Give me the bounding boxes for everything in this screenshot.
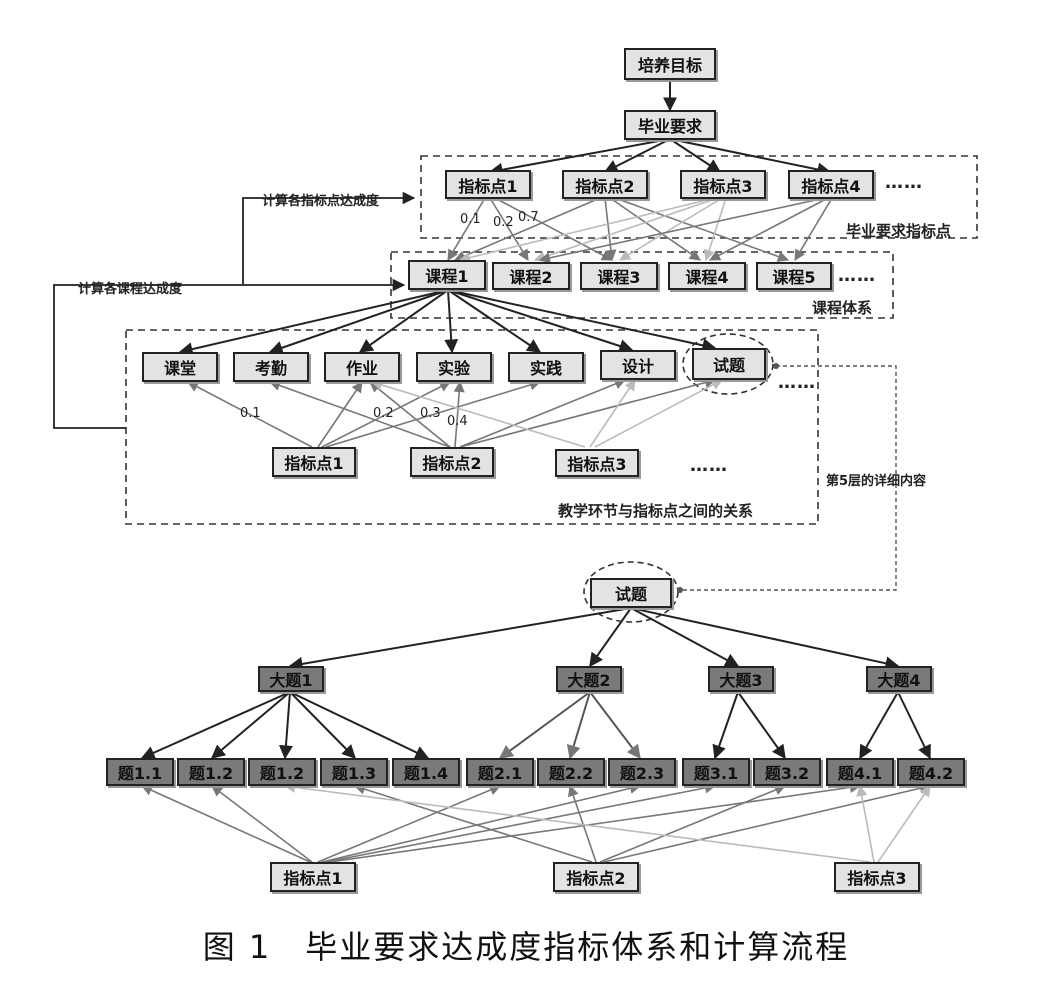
indicator-top-ellipsis: ……: [885, 172, 923, 193]
indicator-top-4: 指标点4: [788, 170, 874, 199]
course-2: 课程2: [492, 262, 570, 290]
question-3-1: 题3.1: [682, 758, 750, 786]
big-question-1: 大题1: [258, 666, 324, 692]
indicator-top-3: 指标点3: [680, 170, 766, 199]
weight-top-01: 0.1: [460, 212, 481, 227]
goal-box: 培养目标: [624, 48, 716, 80]
activity-design: 设计: [600, 350, 676, 380]
question-1-2b: 题1.2: [248, 758, 316, 786]
question-4-1: 题4.1: [826, 758, 894, 786]
weight-mid-02: 0.2: [373, 406, 394, 421]
calc-indicator-label: 计算各指标点达成度: [262, 194, 380, 209]
calc-course-label: 计算各课程达成度: [78, 282, 183, 297]
indicator-mid-1: 指标点1: [272, 447, 356, 477]
region-relation-label: 教学环节与指标点之间的关系: [558, 502, 754, 520]
indicator-bottom-3: 指标点3: [834, 862, 920, 892]
requirement-box: 毕业要求: [624, 110, 716, 140]
indicator-top-1: 指标点1: [445, 170, 531, 199]
region-indicators-label: 毕业要求指标点: [846, 222, 952, 240]
course-5: 课程5: [756, 262, 832, 290]
activity-exam: 试题: [692, 348, 766, 380]
weight-top-07: 0.7: [518, 210, 539, 225]
exam-ellipse-top: [682, 333, 774, 395]
question-4-2: 题4.2: [897, 758, 965, 786]
course-4: 课程4: [668, 262, 746, 290]
exam-box: 试题: [590, 578, 672, 608]
indicator-top-2: 指标点2: [562, 170, 648, 199]
big-question-3: 大题3: [708, 666, 774, 692]
figure-caption: 图 1 毕业要求达成度指标体系和计算流程: [202, 928, 850, 966]
big-question-2: 大题2: [556, 666, 622, 692]
question-1-1: 题1.1: [106, 758, 174, 786]
activity-attendance: 考勤: [233, 352, 309, 382]
activity-homework: 作业: [324, 352, 400, 382]
region-relation-frame: [125, 329, 819, 525]
course-1: 课程1: [408, 260, 486, 290]
indicator-bottom-1: 指标点1: [270, 862, 356, 892]
question-1-3: 题1.3: [320, 758, 388, 786]
big-question-4: 大题4: [866, 666, 932, 692]
calc-course-arrow: [53, 278, 406, 429]
activity-classroom: 课堂: [142, 352, 218, 382]
region-indicators-frame: [420, 155, 978, 239]
question-1-2a: 题1.2: [177, 758, 245, 786]
indicator-mid-ellipsis: ……: [690, 455, 728, 476]
calc-indicator-arrow: [242, 191, 416, 285]
indicator-mid-3: 指标点3: [555, 449, 639, 477]
indicator-mid-2: 指标点2: [410, 447, 494, 477]
question-3-2: 题3.2: [753, 758, 821, 786]
indicator-bottom-2: 指标点2: [553, 862, 639, 892]
weight-mid-04: 0.4: [447, 414, 468, 429]
detail-connector: [680, 365, 897, 591]
question-1-4: 题1.4: [392, 758, 460, 786]
question-2-1: 题2.1: [466, 758, 534, 786]
course-3: 课程3: [580, 262, 658, 290]
activity-experiment: 实验: [416, 352, 492, 382]
weight-mid-03: 0.3: [420, 406, 441, 421]
activity-practice: 实践: [508, 352, 584, 382]
question-2-3: 题2.3: [608, 758, 676, 786]
question-2-2: 题2.2: [537, 758, 605, 786]
region-courses-label: 课程体系: [812, 299, 873, 317]
region-courses-frame: [390, 251, 894, 319]
course-ellipsis: ……: [838, 265, 876, 286]
detail-layer5-label: 第5层的详细内容: [826, 474, 927, 489]
activity-ellipsis: ……: [778, 372, 816, 393]
weight-top-02: 0.2: [493, 215, 514, 230]
weight-mid-01: 0.1: [240, 406, 261, 421]
